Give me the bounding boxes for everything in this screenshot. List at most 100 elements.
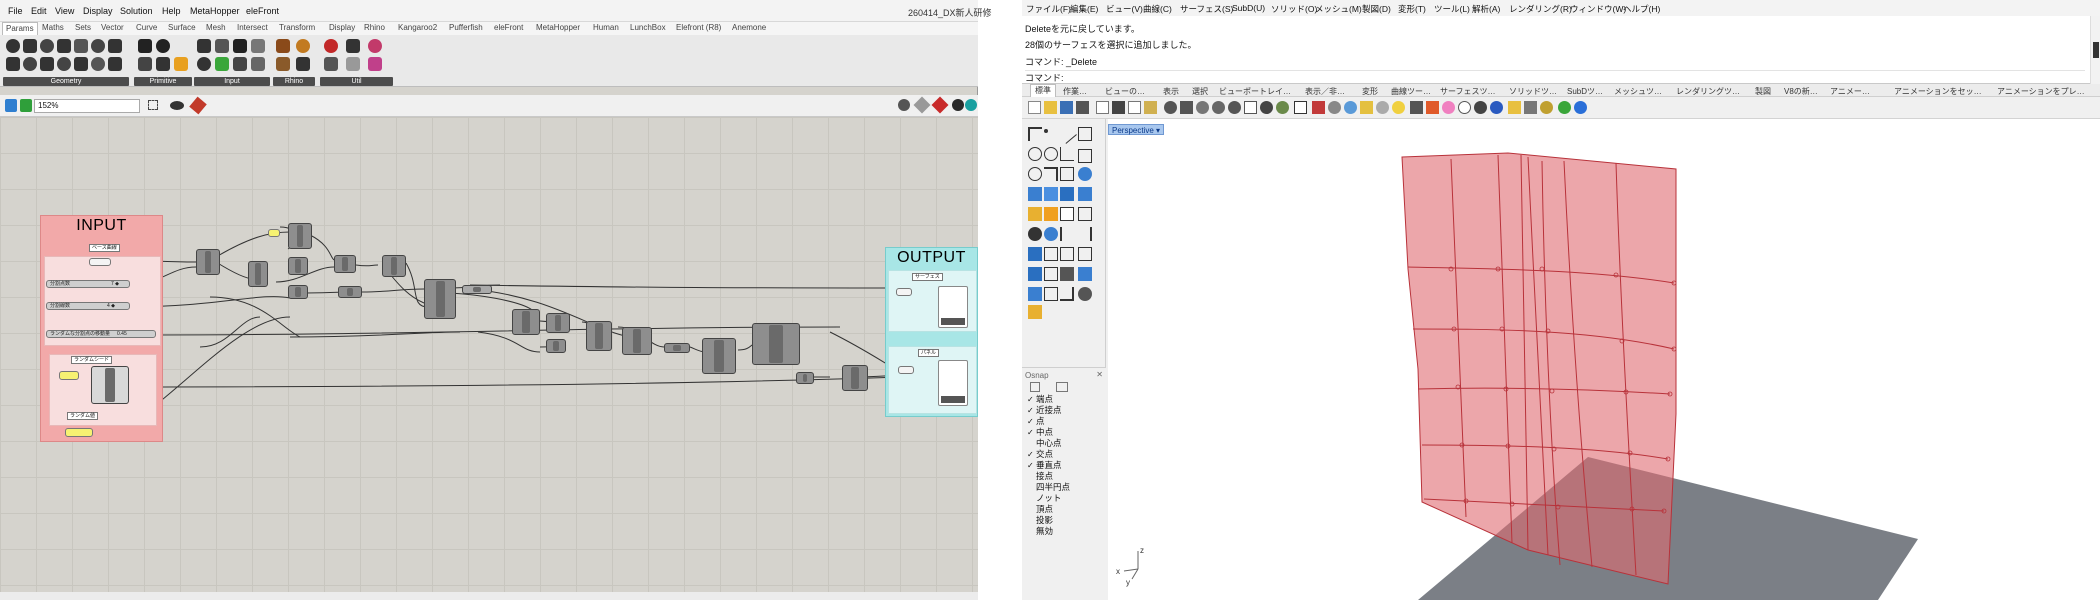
rhino-tab-mesh-tools[interactable]: メッシュツ… <box>1614 87 1662 96</box>
gh-tab-curve[interactable]: Curve <box>136 23 158 32</box>
gh-util-forward-icon[interactable] <box>346 57 360 71</box>
gh-param-arc-icon[interactable] <box>57 39 71 53</box>
save-file-icon[interactable] <box>1060 101 1073 114</box>
rhino-tab-surface-tools[interactable]: サーフェスツ… <box>1440 87 1496 96</box>
osnap-item[interactable]: ✓端点 <box>1027 394 1053 405</box>
extrude-icon[interactable] <box>1044 187 1058 201</box>
circle-icon[interactable] <box>1028 147 1042 161</box>
osnap-item[interactable]: 中心点 <box>1027 438 1062 449</box>
viewport-label[interactable]: Perspective ▾ <box>1108 124 1165 135</box>
color-wheel-icon[interactable] <box>1442 101 1455 114</box>
gh-menu-metahopper[interactable]: MetaHopper <box>190 6 240 16</box>
check-icon[interactable] <box>1060 287 1074 301</box>
gh-component-merge[interactable] <box>546 339 566 353</box>
gh-menu-edit[interactable]: Edit <box>31 6 47 16</box>
rhino-menu-file[interactable]: ファイル(F) <box>1026 4 1071 14</box>
osnap-item[interactable]: ✓近接点 <box>1027 405 1062 416</box>
rhino-tab-visibility[interactable]: 表示／非… <box>1305 87 1345 96</box>
zoom-window-icon[interactable] <box>1228 101 1241 114</box>
gh-zoom-field[interactable]: 152% <box>34 99 140 113</box>
gh-component-loft[interactable] <box>586 321 612 351</box>
rhino-tab-render-tools[interactable]: レンダリングツ… <box>1676 87 1740 96</box>
rhino-tab-select[interactable]: 選択 <box>1192 87 1208 96</box>
surface-icon[interactable] <box>1028 187 1042 201</box>
gh-tab-lunchbox[interactable]: LunchBox <box>630 23 666 32</box>
gh-tab-sets[interactable]: Sets <box>75 23 92 32</box>
render-icon[interactable] <box>1028 287 1042 301</box>
join-icon[interactable] <box>1060 227 1074 241</box>
new-file-icon[interactable] <box>1028 101 1041 114</box>
rhino-menu-tools[interactable]: ツール(L) <box>1434 4 1470 14</box>
command-history-scrollbar[interactable] <box>2090 16 2100 84</box>
fillet-icon[interactable] <box>1044 167 1058 181</box>
rhino-tab-viewport-layout[interactable]: ビューポートレイ… <box>1219 87 1291 96</box>
gh-select-icon[interactable] <box>148 100 158 110</box>
gh-input-panel-icon[interactable] <box>251 39 265 53</box>
gh-param-point-icon[interactable] <box>6 39 20 53</box>
explode-icon[interactable] <box>1078 227 1092 241</box>
rhino-menu-window[interactable]: ウィンドウ(W) <box>1570 4 1627 14</box>
trim-icon[interactable] <box>1028 227 1042 241</box>
gh-component-shift[interactable] <box>288 223 312 249</box>
gh-tab-pufferfish[interactable]: Pufferfish <box>449 23 483 32</box>
gh-component-list[interactable] <box>248 261 268 287</box>
gh-tab-surface[interactable]: Surface <box>168 23 196 32</box>
random-value-panel[interactable] <box>65 428 93 437</box>
gh-menu-help[interactable]: Help <box>162 6 181 16</box>
transform-icon[interactable] <box>1044 207 1058 221</box>
zoom-selected-icon[interactable] <box>1260 101 1273 114</box>
gh-param-circle-icon[interactable] <box>40 39 54 53</box>
gh-param-box-icon[interactable] <box>23 57 37 71</box>
undo-icon[interactable] <box>1164 101 1177 114</box>
dimension-icon[interactable] <box>1028 267 1042 281</box>
options-gear-icon[interactable] <box>1524 101 1537 114</box>
gh-tab-vector[interactable]: Vector <box>101 23 124 32</box>
snapshot-icon[interactable] <box>1344 101 1357 114</box>
gh-component-offset[interactable] <box>842 365 868 391</box>
curve-param[interactable] <box>89 258 111 266</box>
zoom-extents-icon[interactable] <box>1244 101 1257 114</box>
boolean-icon[interactable] <box>1044 227 1058 241</box>
gh-panel-yellow[interactable] <box>268 229 280 237</box>
perspective-viewport[interactable]: Perspective ▾ <box>1108 119 2100 600</box>
arc-icon[interactable] <box>1060 147 1074 161</box>
layout-icon[interactable] <box>1044 287 1058 301</box>
pan-icon[interactable] <box>1180 101 1193 114</box>
checkmark-icon[interactable]: ✓ <box>1027 406 1034 415</box>
curve-edit-icon[interactable] <box>1078 127 1092 141</box>
gh-sketch-pen-icon[interactable] <box>189 96 207 115</box>
gh-util-cluster-icon[interactable] <box>324 57 338 71</box>
rhino-menu-mesh[interactable]: メッシュ(M) <box>1315 4 1362 14</box>
gh-component-surface-ops[interactable] <box>702 338 736 374</box>
print-icon[interactable] <box>1076 101 1089 114</box>
output-panel-param[interactable] <box>898 366 914 374</box>
rhino-menu-edit[interactable]: 編集(E) <box>1070 4 1099 14</box>
gh-tab-elefront-r8[interactable]: Elefront (R8) <box>676 23 722 32</box>
gh-tab-metahopper[interactable]: MetaHopper <box>536 23 581 32</box>
random-seed-panel[interactable] <box>59 371 79 380</box>
gh-preview-shade-icon[interactable] <box>898 99 910 111</box>
gh-param-surface-icon[interactable] <box>74 57 88 71</box>
rhino-tab-animation-play[interactable]: アニメーションをプレ… <box>1997 87 2085 96</box>
gh-param-number-icon[interactable] <box>138 57 152 71</box>
osnap-item[interactable]: ✓点 <box>1027 416 1045 427</box>
rhino-menu-transform[interactable]: 変形(T) <box>1398 4 1426 14</box>
document-icon[interactable] <box>1060 207 1074 221</box>
gh-tab-display[interactable]: Display <box>329 23 356 32</box>
osnap-item[interactable]: 投影 <box>1027 515 1053 526</box>
gh-tab-mesh[interactable]: Mesh <box>206 23 226 32</box>
gh-util-flask-icon[interactable] <box>368 57 382 71</box>
gh-param-plane-icon[interactable] <box>108 39 122 53</box>
rhino-tab-subd-tools[interactable]: SubDツ… <box>1567 87 1604 96</box>
move-icon[interactable] <box>1044 247 1058 261</box>
clipboard-icon[interactable] <box>1144 101 1157 114</box>
copy-tool-icon[interactable] <box>1060 247 1074 261</box>
gh-param-colour-icon[interactable] <box>174 57 188 71</box>
gh-component-flip[interactable] <box>546 313 570 333</box>
light-icon[interactable] <box>1392 101 1405 114</box>
select-arrow-icon[interactable] <box>1028 127 1042 141</box>
gh-component-series[interactable] <box>338 286 362 298</box>
